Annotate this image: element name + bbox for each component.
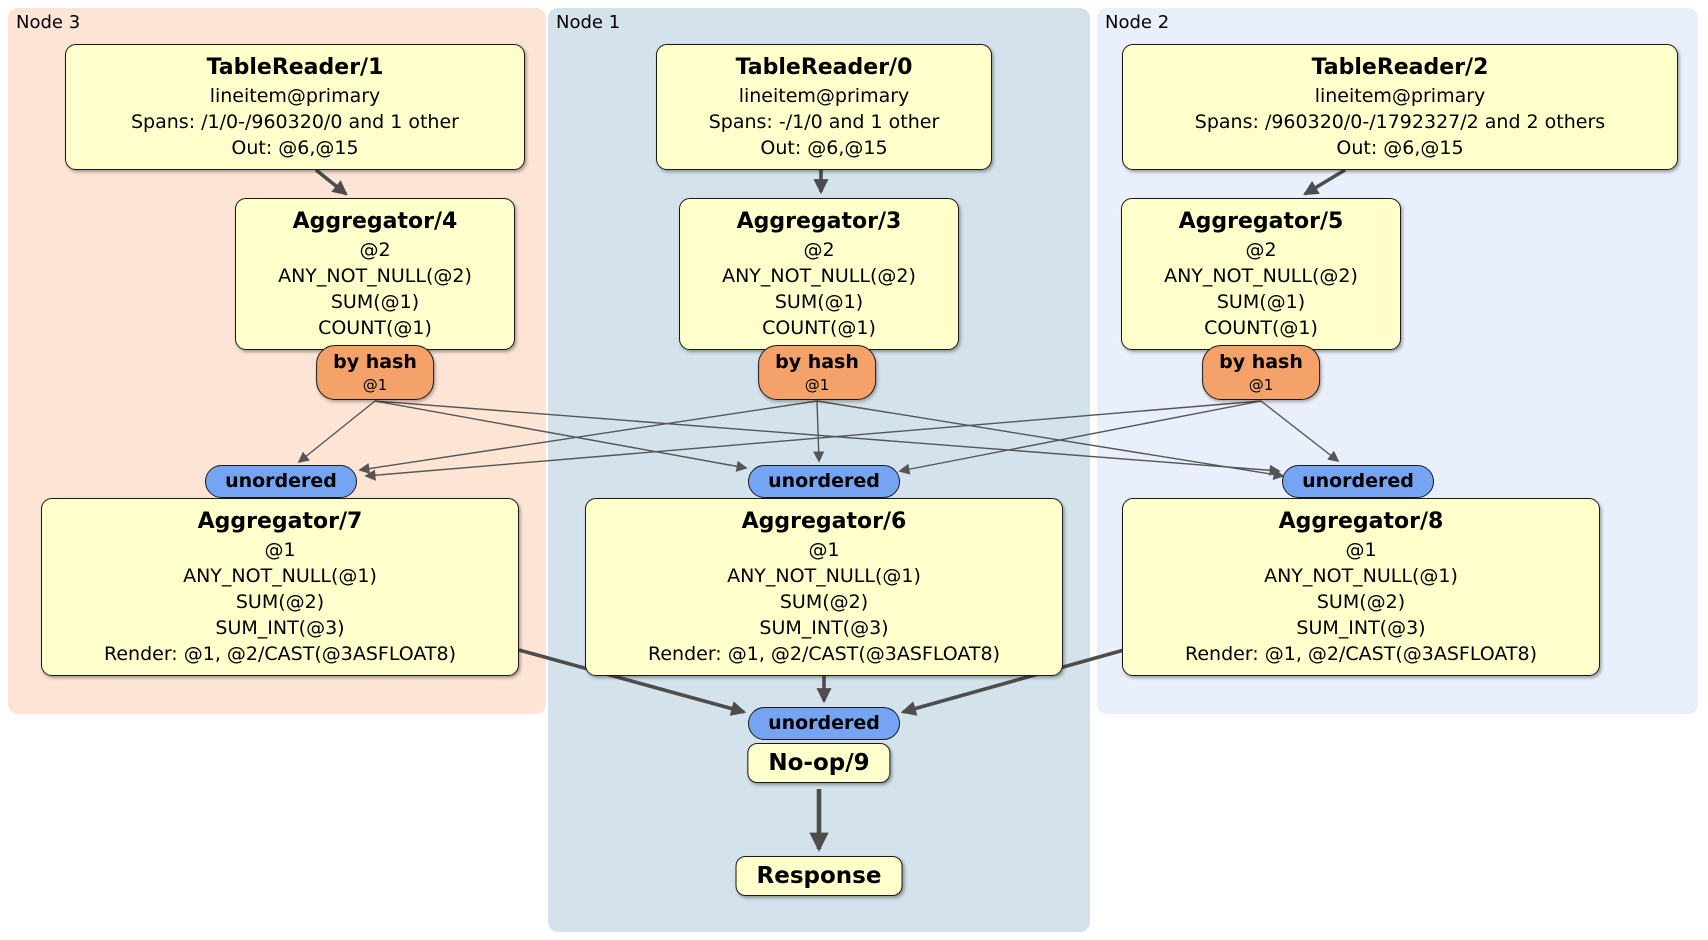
processor-aggregator-7: Aggregator/7 @1 ANY_NOT_NULL(@1) SUM(@2)… [41, 498, 519, 676]
processor-detail-line: @1 [808, 539, 840, 561]
node-group-2-label: Node 2 [1105, 12, 1170, 33]
processor-aggregator-3: Aggregator/3 @2 ANY_NOT_NULL(@2) SUM(@1)… [679, 198, 959, 350]
processor-tablereader-0: TableReader/0 lineitem@primary Spans: -/… [656, 44, 992, 170]
processor-detail-line: ANY_NOT_NULL(@1) [1264, 565, 1458, 587]
edge-hash5-uright [1260, 400, 1340, 463]
edge-tr2-agg5 [1303, 168, 1346, 196]
processor-detail-line: ANY_NOT_NULL(@1) [183, 565, 377, 587]
router-label: by hash [333, 351, 417, 373]
processor-title: TableReader/2 [1311, 55, 1489, 80]
stream-badge-unordered-center: unordered [748, 465, 900, 498]
edge-hash5-uleft [364, 400, 1262, 481]
processor-detail-line: @2 [359, 239, 391, 261]
node-group-3-label: Node 3 [16, 12, 81, 33]
processor-detail-line: Spans: -/1/0 and 1 other [708, 111, 940, 133]
processor-title: Aggregator/4 [292, 209, 458, 234]
processor-detail-line: SUM(@2) [235, 591, 325, 613]
processor-detail-line: @1 [1345, 539, 1377, 561]
stream-badge-unordered-final: unordered [748, 707, 900, 740]
processor-detail-line: SUM(@2) [1316, 591, 1406, 613]
router-by-hash-5: by hash @1 [1202, 345, 1320, 400]
edge-agg8-ufinal [900, 648, 1125, 716]
processor-detail-line: Render: @1, @2/CAST(@3ASFLOAT8) [104, 643, 456, 665]
router-detail: @1 [804, 376, 830, 394]
edge-agg7-ufinal [518, 648, 747, 716]
processor-detail-line: lineitem@primary [1314, 85, 1486, 107]
processor-detail-line: @2 [803, 239, 835, 261]
processor-detail-line: COUNT(@1) [1204, 317, 1318, 339]
router-label: by hash [775, 351, 859, 373]
processor-detail-line: ANY_NOT_NULL(@1) [727, 565, 921, 587]
processor-title: Aggregator/6 [741, 509, 907, 534]
processor-detail-line: SUM_INT(@3) [759, 617, 889, 639]
edge-hash5-ucenter [898, 400, 1262, 475]
processor-tablereader-2: TableReader/2 lineitem@primary Spans: /9… [1122, 44, 1678, 170]
processor-title: Aggregator/8 [1278, 509, 1444, 534]
processor-detail-line: Render: @1, @2/CAST(@3ASFLOAT8) [648, 643, 1000, 665]
processor-detail-line: Render: @1, @2/CAST(@3ASFLOAT8) [1185, 643, 1537, 665]
processor-detail-line: SUM_INT(@3) [215, 617, 345, 639]
processor-detail-line: ANY_NOT_NULL(@2) [722, 265, 916, 287]
edge-hash3-ucenter [813, 400, 825, 463]
edge-hash3-uright [816, 400, 1285, 481]
router-label: by hash [1219, 351, 1303, 373]
processor-detail-line: COUNT(@1) [762, 317, 876, 339]
processor-aggregator-8: Aggregator/8 @1 ANY_NOT_NULL(@1) SUM(@2)… [1122, 498, 1600, 676]
processor-detail-line: SUM(@2) [779, 591, 869, 613]
processor-title: Aggregator/5 [1178, 209, 1344, 234]
router-detail: @1 [1248, 376, 1274, 394]
edge-hash4-ucenter [374, 400, 748, 472]
processor-aggregator-4: Aggregator/4 @2 ANY_NOT_NULL(@2) SUM(@1)… [235, 198, 515, 350]
processor-detail-line: Out: @6,@15 [231, 137, 359, 159]
router-by-hash-4: by hash @1 [316, 345, 434, 400]
processor-title: Aggregator/7 [197, 509, 363, 534]
processor-detail-line: Out: @6,@15 [760, 137, 888, 159]
router-by-hash-3: by hash @1 [758, 345, 876, 400]
processor-tablereader-1: TableReader/1 lineitem@primary Spans: /1… [65, 44, 525, 170]
processor-detail-line: @2 [1245, 239, 1277, 261]
stream-badge-unordered-left: unordered [205, 465, 357, 498]
processor-aggregator-5: Aggregator/5 @2 ANY_NOT_NULL(@2) SUM(@1)… [1121, 198, 1401, 350]
processor-detail-line: COUNT(@1) [318, 317, 432, 339]
processor-detail-line: ANY_NOT_NULL(@2) [278, 265, 472, 287]
edge-tr1-agg4 [314, 168, 348, 196]
edge-hash3-uleft [358, 400, 818, 475]
processor-detail-line: lineitem@primary [738, 85, 910, 107]
edge-hash4-uleft [297, 400, 376, 464]
processor-title: TableReader/0 [735, 55, 913, 80]
processor-detail-line: Spans: /960320/0-/1792327/2 and 2 others [1194, 111, 1606, 133]
processor-title: Aggregator/3 [736, 209, 902, 234]
processor-detail-line: ANY_NOT_NULL(@2) [1164, 265, 1358, 287]
response-box: Response [735, 856, 903, 896]
processor-detail-line: @1 [264, 539, 296, 561]
edge-hash4-uright [374, 400, 1281, 476]
processor-detail-line: SUM(@1) [1216, 291, 1306, 313]
node-group-1-label: Node 1 [556, 12, 621, 33]
processor-title: TableReader/1 [206, 55, 384, 80]
processor-detail-line: Out: @6,@15 [1336, 137, 1464, 159]
processor-detail-line: Spans: /1/0-/960320/0 and 1 other [131, 111, 459, 133]
processor-noop-9: No-op/9 [747, 743, 891, 783]
router-detail: @1 [362, 376, 388, 394]
processor-detail-line: lineitem@primary [209, 85, 381, 107]
processor-detail-line: SUM_INT(@3) [1296, 617, 1426, 639]
processor-aggregator-6: Aggregator/6 @1 ANY_NOT_NULL(@1) SUM(@2)… [585, 498, 1063, 676]
processor-detail-line: SUM(@1) [774, 291, 864, 313]
processor-detail-line: SUM(@1) [330, 291, 420, 313]
stream-badge-unordered-right: unordered [1282, 465, 1434, 498]
